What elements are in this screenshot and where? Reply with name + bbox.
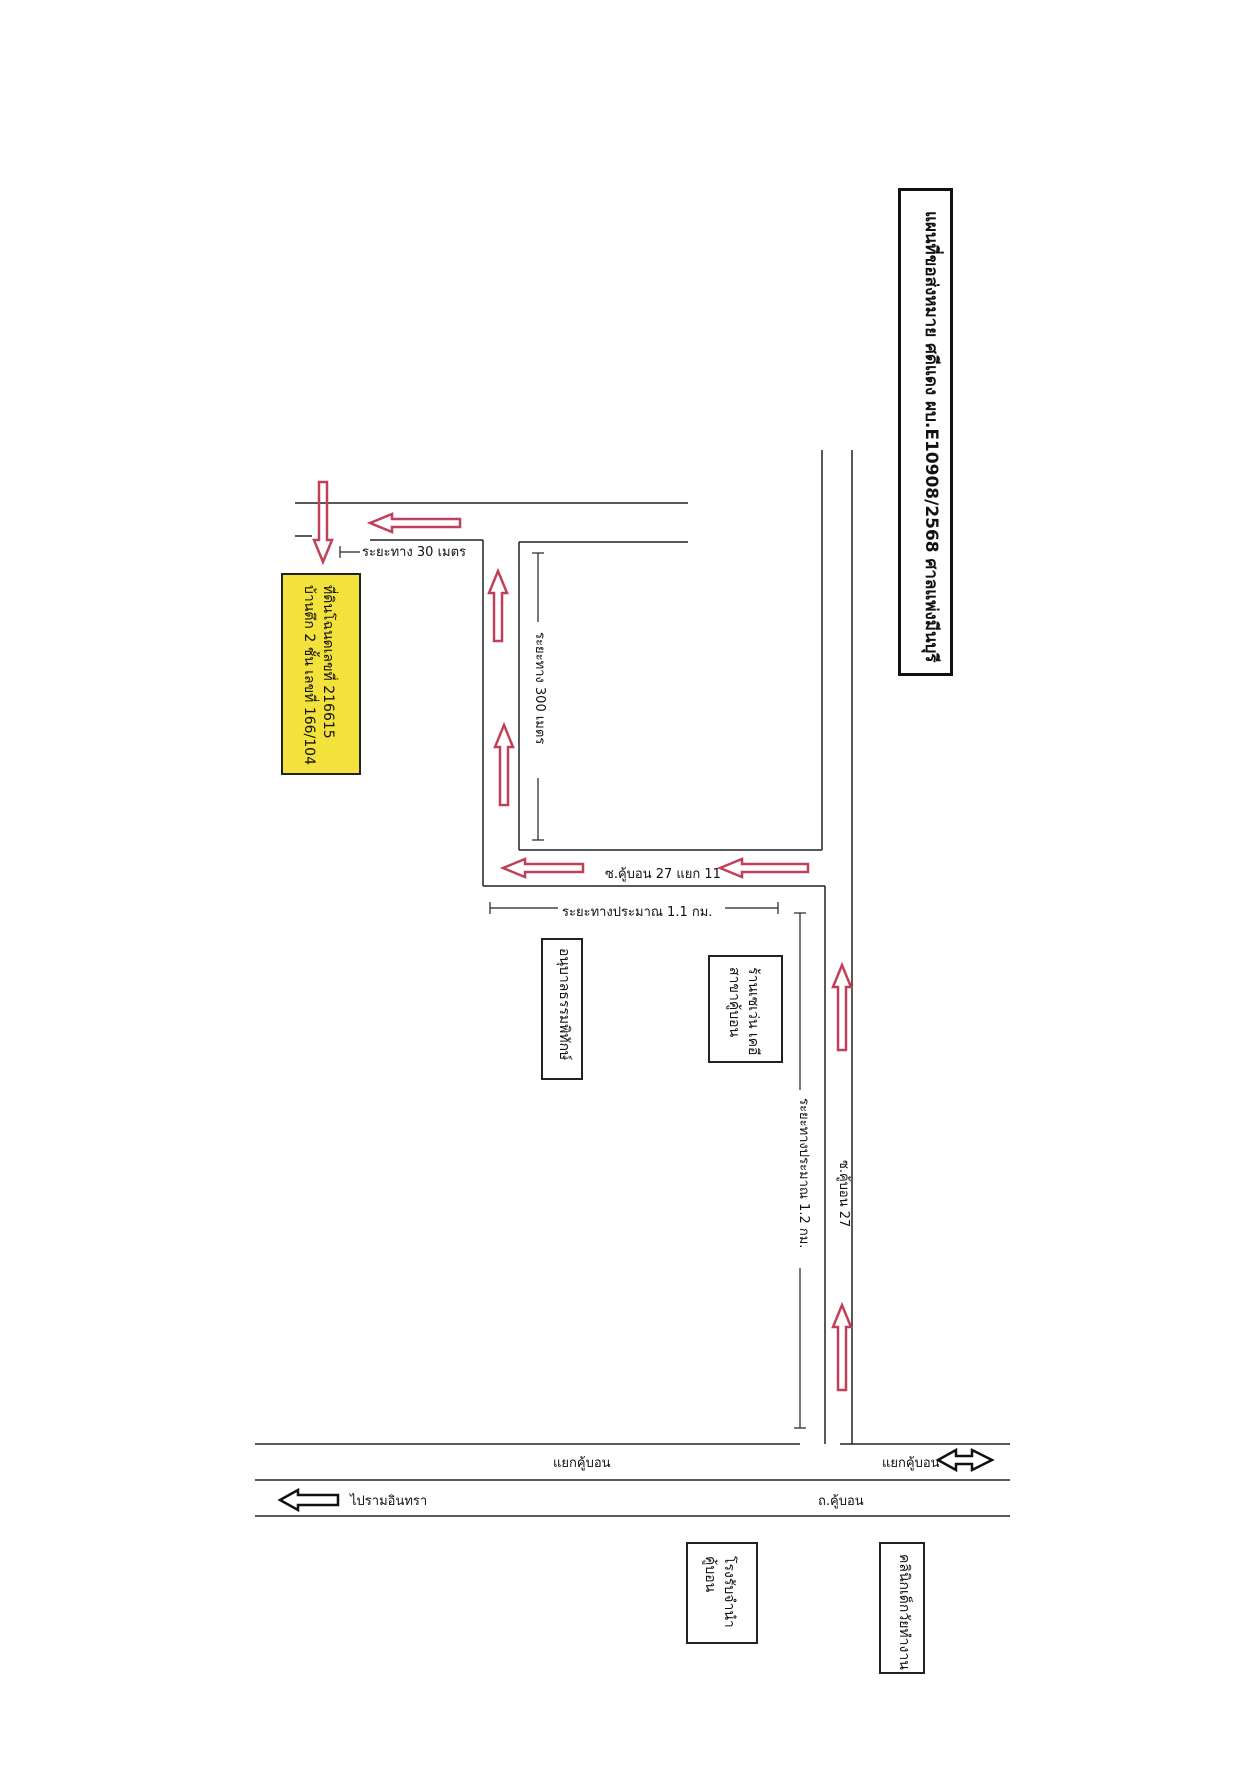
- route-arrow-up-1-icon: [831, 961, 853, 1052]
- target-line-2: บ้านตึก 2 ชั้น เลขที่ 166/104: [301, 585, 318, 765]
- factory-line-2: คู้บอน: [702, 1556, 719, 1593]
- route-arrow-left-3-icon: [366, 512, 462, 534]
- label-khubon-junction-right: แยกคู้บอน: [882, 1456, 940, 1471]
- label-khubon-junction-left: แยกคู้บอน: [553, 1456, 611, 1471]
- map-title-box: แผนที่ขอส่งหมาย ศดีแดง ผบ.E10908/2568 ศา…: [898, 188, 953, 676]
- landmark-khubon-factory: โรงรับจำนำ คู้บอน: [686, 1542, 758, 1644]
- route-arrow-down-icon: [312, 480, 334, 566]
- route-arrow-left-1-icon: [716, 857, 810, 879]
- label-soi-27: ซ.คู้บอน 27: [836, 1160, 851, 1228]
- khubon-road: [255, 1443, 1010, 1517]
- label-to-ramintra: ไปรามอินทรา: [350, 1494, 428, 1509]
- route-arrow-up-2-icon: [831, 1301, 853, 1392]
- branch-road-300m: [370, 539, 688, 886]
- route-arrows: [312, 480, 853, 1392]
- map-title: แผนที่ขอส่งหมาย ศดีแดง ผบ.E10908/2568 ศา…: [921, 211, 941, 663]
- seven-eleven-line-2: สาขาคู้บอน: [726, 967, 743, 1038]
- landmark-clinic: คลินิกเด็กวัยทำงาน: [879, 1542, 925, 1674]
- soi-khubon-27: [821, 450, 853, 1444]
- target-location-box: ที่ดินโฉนดเลขที่ 216615 บ้านตึก 2 ชั้น เ…: [281, 573, 361, 775]
- seven-eleven-line-1: ร้านเซเว่น เคอี: [745, 967, 761, 1056]
- arrow-both-khubon-icon: [935, 1447, 995, 1473]
- route-arrow-up-4-icon: [487, 567, 509, 643]
- label-khubon-road: ถ.คู้บอน: [818, 1494, 864, 1509]
- target-line-1: ที่ดินโฉนดเลขที่ 216615: [320, 585, 336, 739]
- distance-300m: ระยะทาง 300 เมตร: [532, 632, 547, 745]
- arrow-left-ramintra-icon: [277, 1487, 340, 1513]
- clinic-label: คลินิกเด็กวัยทำงาน: [896, 1554, 912, 1670]
- landmark-seven-eleven: ร้านเซเว่น เคอี สาขาคู้บอน: [708, 955, 783, 1063]
- distance-1-1km: ระยะทางประมาณ 1.1 กม.: [562, 905, 713, 920]
- top-road: [295, 502, 688, 537]
- route-arrow-left-2-icon: [499, 857, 585, 879]
- distance-lines: [339, 546, 806, 1429]
- kindergarten-label: อนุบาลธรรมพิทักษ์: [556, 948, 572, 1061]
- distance-30m: ระยะทาง 30 เมตร: [362, 545, 467, 560]
- distance-1-2km: ระยะทางประมาณ 1.2 กม.: [796, 1098, 811, 1249]
- soi-khubon-27-11: [483, 849, 825, 887]
- label-soi-27-11: ซ.คู้บอน 27 แยก 11: [605, 867, 721, 882]
- landmark-kindergarten: อนุบาลธรรมพิทักษ์: [541, 938, 583, 1080]
- direction-arrows: [277, 1447, 995, 1513]
- route-arrow-up-3-icon: [493, 721, 515, 807]
- factory-line-1: โรงรับจำนำ: [721, 1556, 737, 1628]
